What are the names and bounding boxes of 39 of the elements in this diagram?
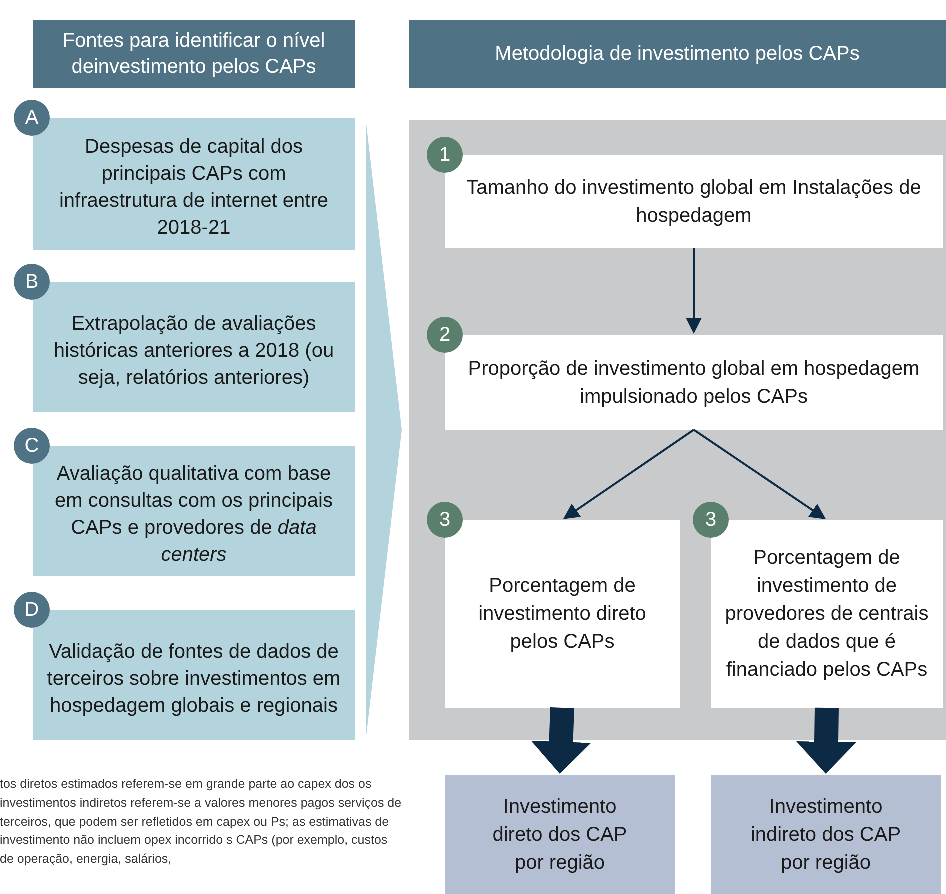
node-text: Porcentagem de investimento direto pelos CAPs	[478, 574, 648, 655]
arrow	[563, 429, 695, 520]
node-text: 3	[705, 508, 717, 532]
node-text: Porcentagem de investimento de provedores de centrais de dados que é financiado pelos CAPs	[725, 546, 929, 683]
section-header	[409, 20, 946, 88]
node-text: B	[25, 270, 39, 294]
step-badge	[14, 264, 50, 300]
step-badge	[427, 317, 463, 353]
step-badge	[427, 502, 463, 538]
step-badge	[14, 592, 50, 628]
node-text: D	[24, 598, 40, 622]
node-text: 3	[439, 508, 451, 532]
funnel-wedge	[366, 120, 402, 740]
node-text: 1	[439, 144, 451, 166]
node-text: 2	[439, 324, 451, 346]
step-badge	[427, 137, 463, 173]
node-text: Extrapolação de avaliações históricas anteriores a 2018 (ou seja, relatórios anteriores)	[52, 312, 336, 390]
node-text: Fontes para identificar o nível deinvestimento pelos CAPs	[62, 29, 326, 80]
node-text: Validação de fontes de dados de terceiros sobre investimentos em hospedagem globais e regionais	[46, 640, 342, 718]
result-box	[711, 775, 941, 894]
node-text: A	[25, 106, 39, 130]
step-badge	[14, 100, 50, 136]
node-text: Proporção de investimento global em hospedagem impulsionado pelos CAPs	[467, 356, 921, 410]
section-header	[33, 20, 355, 88]
node-text: Investimento direto dos CAP por região	[492, 794, 628, 876]
result-box	[445, 775, 675, 894]
arrow	[693, 429, 826, 520]
footnote-text: tos diretos estimados referem-se em grande parte ao capex dos os investimentos indiretos referem-se a valores menores pagos serviços de terceiros, que podem ser refletidos em capex ou Ps; as estimativas de investimento não incluem opex incorrido s CAPs (por exemplo, custos de operação, energia, salários,	[0, 776, 403, 868]
block-arrow	[796, 708, 856, 774]
methodology-panel	[409, 120, 946, 740]
step-badge	[14, 428, 50, 464]
node-text: Tamanho do investimento global em Instalações de hospedagem	[466, 176, 922, 228]
node-text: Avaliação qualitativa com base em consultas com os principais CAPs e provedores de data centers	[54, 462, 334, 568]
arrow	[686, 248, 702, 334]
node-text: Metodologia de investimento pelos CAPs	[495, 42, 860, 67]
node-text: Despesas de capital dos principais CAPs com infraestrutura de internet entre 2018-21	[58, 135, 330, 241]
node-text: C	[24, 434, 40, 458]
node-text: Investimento indireto dos CAP por região	[750, 794, 902, 876]
step-badge	[693, 502, 729, 538]
